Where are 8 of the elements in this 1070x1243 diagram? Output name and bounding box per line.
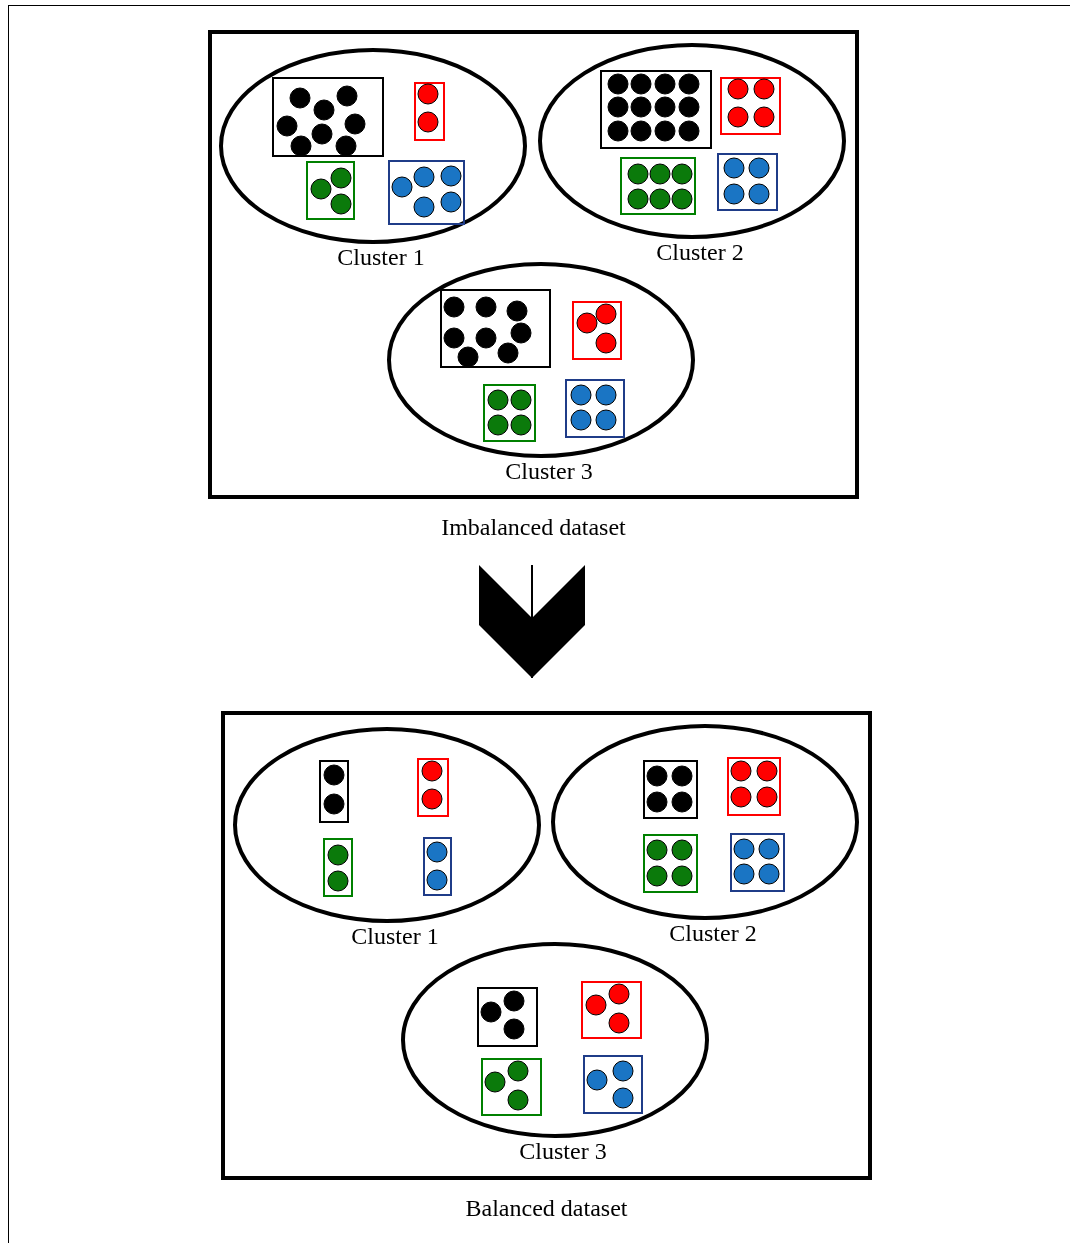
cluster-label: Cluster 1 [336, 243, 426, 271]
panel-caption: Imbalanced dataset [440, 513, 627, 541]
cluster-label: Cluster 2 [668, 919, 758, 947]
cluster-label: Cluster 3 [518, 1137, 608, 1165]
cluster-label: Cluster 2 [655, 238, 745, 266]
cluster-label: Cluster 3 [504, 457, 594, 485]
panel-caption: Balanced dataset [464, 1194, 629, 1222]
cluster-label: Cluster 1 [350, 922, 440, 950]
